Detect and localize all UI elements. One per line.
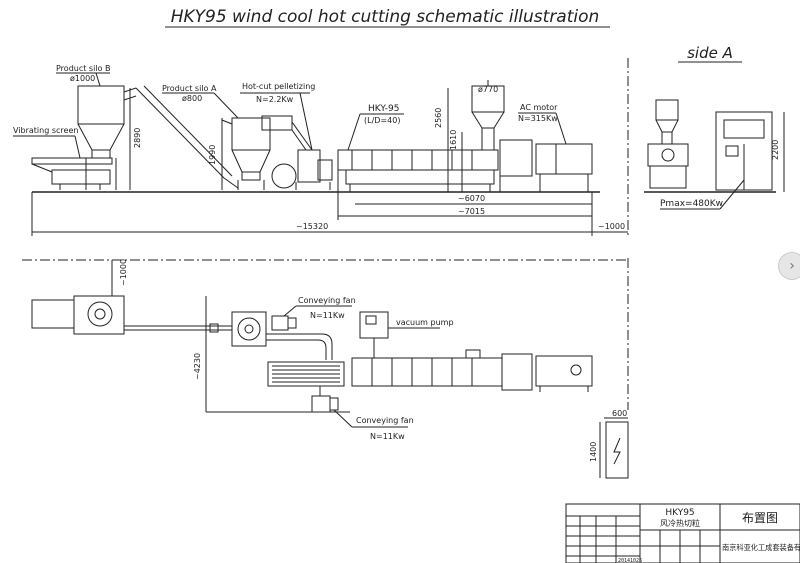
conveying-fan-1 [271,315,297,331]
fan2-label: Conveying fan [356,416,414,425]
title-block [565,503,800,563]
control-cabinet [715,111,773,191]
side-a-label: side A [687,44,733,62]
vibrating-screen [31,157,113,190]
dim-1990: 1990 [208,145,217,165]
dim-15320: ~15320 [296,222,328,231]
feed-hopper [471,80,505,151]
extruder-model: HKY-95 [368,104,399,114]
plan-air-duct [266,333,333,360]
chevron-right-icon: › [789,258,795,274]
dim-6070: ~6070 [458,194,485,203]
hot-cut-power: N=2.2Kw [256,95,294,104]
silo-a [221,117,271,190]
dim-1400: 1400 [589,442,598,462]
fan1-label: Conveying fan [298,296,356,305]
vibrating-screen-label: Vibrating screen [13,126,78,135]
hot-cut-label: Hot-cut pelletizing [242,82,315,91]
dim-1610: 1610 [449,130,458,150]
extruder-barrel [337,149,499,192]
diagram-title: HKY95 wind cool hot cutting schematic il… [171,7,600,27]
motor-label: AC motor [520,103,558,112]
dim-2560: 2560 [434,108,443,128]
dim-2890: 2890 [133,128,142,148]
silo-a-label: Product silo A [162,84,217,93]
dim-1000v: ~1000 [119,259,128,286]
inclined-conveyor [135,85,239,189]
dim-2200: 2200 [771,140,780,160]
plan-control-cabinet [605,421,629,479]
motor-power: N=315Kw [518,114,558,123]
dim-4230: ~4230 [193,353,202,380]
next-page-button[interactable]: › [778,252,800,280]
silo-a-diameter: ø800 [182,94,202,103]
conveying-fan-2 [311,386,339,413]
electric-symbol [613,437,621,465]
title-block-subtitle: 风冷热切粒 [660,518,700,528]
pmax-label: Pmax=480Kw [660,199,723,209]
ac-motor [535,143,593,192]
plan-conveying-pipe [124,323,232,333]
plan-extruder [351,349,593,392]
vacuum-pump [359,311,389,339]
silo-b [77,85,137,190]
hot-cut-pelletizer [261,115,333,190]
gearbox [499,139,533,192]
extruder-ld: (L/D=40) [364,116,400,125]
fan2-power: N=11Kw [370,432,405,441]
plan-silo-b [31,295,125,335]
title-block-model: HKY95 [665,508,694,518]
title-block-company: 南京科亚化工成套装备有限公司 [722,543,800,552]
fan1-power: N=11Kw [310,311,345,320]
vacuum-pump-label: vacuum pump [396,318,454,327]
plan-cooling-belt [267,361,345,387]
dim-7015: ~7015 [458,207,485,216]
dim-1000: ~1000 [598,222,625,231]
dim-600: 600 [612,409,627,418]
title-block-drawing-name: 布置图 [742,511,778,525]
hopper-diameter: ø770 [478,85,498,94]
plan-silo-a [231,311,267,347]
silo-b-label: Product silo B [56,64,110,73]
side-a-extruder [647,99,689,189]
silo-b-diameter: ø1000 [70,74,95,83]
title-block-date: 20141026 [618,558,642,563]
